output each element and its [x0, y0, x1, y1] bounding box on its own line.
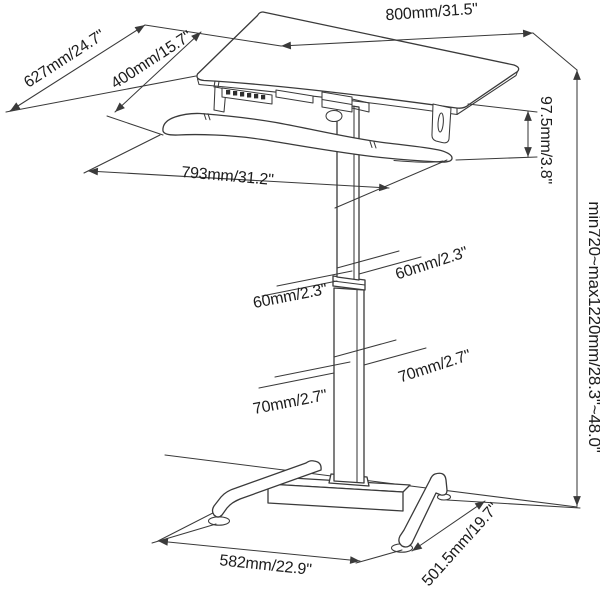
leader-lower-column-right: [333, 339, 427, 366]
dimension-lines: [5, 24, 581, 564]
ext-tray-left-down: [83, 134, 161, 174]
dim-line-tray-width: [87, 167, 390, 192]
label-riser-height: 97.5mm/3.8": [537, 96, 554, 184]
ext-tray-left-up: [106, 115, 164, 136]
tray-edge-band: [393, 159, 444, 163]
lifting-column-lower: [333, 287, 365, 484]
label-desktop-diagonal: 627mm/24.7": [21, 27, 108, 92]
ext-riser-bottom: [455, 156, 538, 161]
label-upper-column-left: 60mm/2.3": [252, 281, 329, 312]
tray-edge-ticks: [203, 112, 377, 149]
gearbox: [321, 91, 353, 113]
crossbar-front-face: [267, 483, 404, 512]
collar-line: [332, 280, 366, 286]
label-desktop-depth: 400mm/15.7": [108, 28, 195, 93]
label-desktop-width: 800mm/31.5": [385, 1, 478, 24]
gearbox-arm: [351, 98, 370, 113]
dim-line-base-width: [157, 538, 361, 564]
ext-back-right: [532, 32, 578, 71]
leader-upper-column-left: [261, 270, 353, 297]
label-lower-column-left: 70mm/2.7": [252, 387, 329, 418]
motor-housing: [325, 109, 343, 123]
ext-height-bottom: [446, 499, 581, 509]
left-foot-leveler-pad: [207, 516, 231, 526]
ext-tray-right-down: [334, 159, 448, 209]
left-foot-beam: [211, 460, 322, 518]
label-height-range: min720~max1220mm/28.3"~48.0": [585, 201, 600, 452]
leader-lower-column-left: [258, 361, 351, 389]
tray-surface: [162, 112, 453, 163]
lifting-column-upper: [336, 103, 360, 281]
control-panel-buttons: [226, 90, 266, 100]
ext-back-left: [144, 24, 282, 47]
right-hook-bracket: [431, 103, 452, 144]
ext-riser-top: [467, 103, 538, 113]
bracket-slot: [437, 112, 444, 133]
under-desk-attachments: [213, 86, 452, 144]
keyboard-tray: [162, 112, 453, 163]
label-tray-width: 793mm/31.2": [181, 164, 275, 189]
desktop-edge-ticks: [213, 80, 220, 89]
dim-line-base-depth: [411, 500, 486, 552]
floor-back-edge: [164, 454, 578, 508]
dim-line-desktop-width: [280, 29, 534, 50]
leader-upper-column-right: [336, 250, 422, 275]
label-base-depth: 501.5mm/19.7": [419, 500, 502, 590]
dim-line-desktop-depth: [114, 31, 202, 113]
lower-tube: [333, 287, 365, 484]
ext-base-right: [355, 549, 403, 564]
left-foot: [207, 460, 322, 526]
label-base-width: 582mm/22.9": [219, 552, 313, 579]
label-upper-column-right: 60mm/2.3": [393, 244, 470, 283]
ext-base-left: [151, 523, 217, 544]
lift-mechanism: [325, 109, 343, 123]
mounting-plate: [275, 89, 314, 104]
upper-tube: [336, 103, 360, 281]
